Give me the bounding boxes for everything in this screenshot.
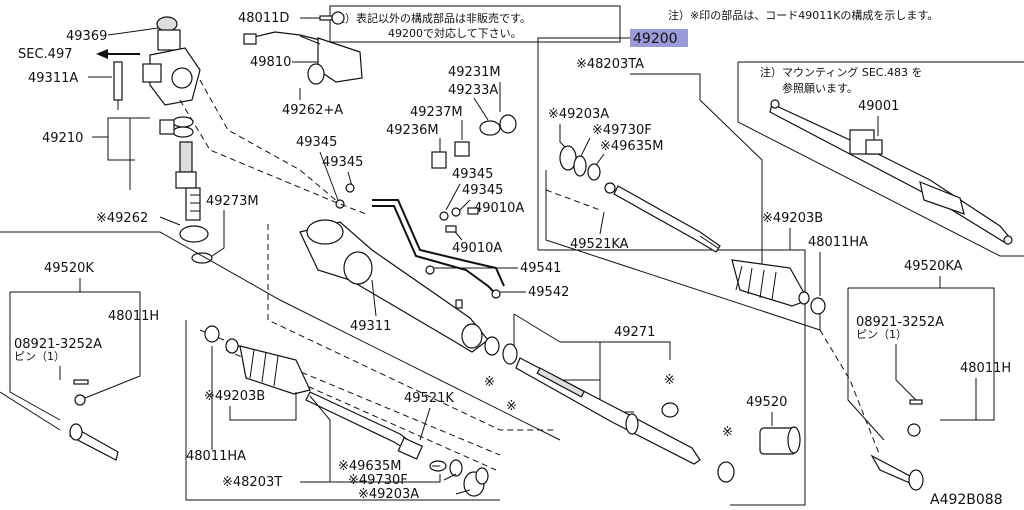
label-49542[interactable]: 49542 <box>528 285 569 300</box>
label-49231M[interactable]: 49231M <box>448 65 501 80</box>
clip-washer-set-upper <box>559 145 616 194</box>
clip-washer-set-lower <box>429 459 489 497</box>
star-3: ※ <box>664 373 675 388</box>
label-49521K[interactable]: 49521K <box>404 391 454 406</box>
label-49262[interactable]: ※49262 <box>96 211 148 226</box>
washers <box>335 183 479 233</box>
label-49369[interactable]: 49369 <box>66 29 107 44</box>
pinion-gear <box>175 141 213 264</box>
label-49236M[interactable]: 49236M <box>386 123 439 138</box>
gear-housing <box>299 219 489 353</box>
box-48203TA-outline <box>545 170 821 331</box>
label-08921-left[interactable]: 08921-3252A <box>14 337 102 352</box>
housing-outline <box>267 224 555 431</box>
boot-lower <box>239 345 311 395</box>
label-48011HA-b[interactable]: 48011HA <box>186 449 246 464</box>
label-sec497[interactable]: SEC.497 <box>18 47 73 62</box>
highlight-49200 <box>630 29 688 47</box>
label-49237M[interactable]: 49237M <box>410 105 463 120</box>
label-49010A-b[interactable]: 49010A <box>452 241 502 256</box>
label-49210[interactable]: 49210 <box>42 131 83 146</box>
box-49520K-outline <box>9 292 61 421</box>
label-49810[interactable]: 49810 <box>250 55 291 70</box>
label-49311A[interactable]: 49311A <box>28 71 78 86</box>
housing-seals <box>484 336 518 365</box>
label-48011HA-a[interactable]: 48011HA <box>808 235 868 250</box>
label-08921-right[interactable]: 08921-3252A <box>856 315 944 330</box>
label-49345-b[interactable]: 49345 <box>322 155 363 170</box>
nut-upper <box>810 297 826 315</box>
box-48203T-outline <box>185 320 500 501</box>
label-49345-c[interactable]: 49345 <box>452 167 493 182</box>
note-mounting-2: 参照願います。 <box>782 81 858 95</box>
spring-and-cap <box>431 141 470 169</box>
label-49273M[interactable]: 49273M <box>206 194 259 209</box>
nut-lower <box>204 325 239 354</box>
pressure-sensor <box>243 31 363 85</box>
note-top-right: 注）※印の部品は、コード49011Kの構成を示します。 <box>668 8 938 22</box>
note-box <box>329 5 621 43</box>
box-49200-outline <box>538 249 806 506</box>
label-49001[interactable]: 49001 <box>858 99 899 114</box>
sensor-bolt <box>319 11 345 25</box>
label-49203A-a[interactable]: ※49203A <box>548 107 609 122</box>
label-49520K[interactable]: 49520K <box>44 261 94 276</box>
valve-housing <box>113 16 201 110</box>
label-49203B-b[interactable]: ※49203B <box>204 389 265 404</box>
leader-49200 <box>537 37 630 250</box>
note-mounting-1: 注）マウンティング SEC.483 を <box>760 65 922 79</box>
star-1: ※ <box>484 375 495 390</box>
arrow-left-icon <box>96 49 108 59</box>
label-48011D[interactable]: 48011D <box>238 11 289 26</box>
label-49233A[interactable]: 49233A <box>448 83 498 98</box>
hydraulic-lines <box>372 199 505 299</box>
note-top-left: 注）表記以外の構成部品は非販売です。 <box>334 11 531 25</box>
outer-tie-rod-left <box>69 379 119 461</box>
label-49311[interactable]: 49311 <box>350 319 391 334</box>
label-48011H-right[interactable]: 48011H <box>960 361 1011 376</box>
label-49271[interactable]: 49271 <box>614 325 655 340</box>
label-49200[interactable]: 49200 <box>633 31 678 47</box>
outer-tie-rod-right <box>870 399 924 491</box>
label-49520KA[interactable]: 49520KA <box>904 259 963 274</box>
label-49521KA[interactable]: 49521KA <box>570 237 629 252</box>
label-pin-left: ピン（1） <box>14 350 65 363</box>
label-49345-a[interactable]: 49345 <box>296 135 337 150</box>
steering-rack <box>515 357 701 465</box>
inner-tie-rod-lower <box>305 391 424 460</box>
label-49635M-b[interactable]: ※49635M <box>338 459 401 474</box>
note-top-left-2: 49200で対応して下さい。 <box>388 26 522 40</box>
label-48203TA[interactable]: ※48203TA <box>576 57 644 72</box>
rack-bushing <box>717 426 801 483</box>
label-49203A-b[interactable]: ※49203A <box>358 487 419 502</box>
seal-rings-top <box>479 114 517 136</box>
box-49520KA-outline <box>847 288 885 441</box>
label-49203B-a[interactable]: ※49203B <box>762 211 823 226</box>
label-49541[interactable]: 49541 <box>520 261 561 276</box>
label-49345-d[interactable]: 49345 <box>462 183 503 198</box>
valve-seals <box>159 116 194 138</box>
label-49262A[interactable]: 49262+A <box>282 103 343 118</box>
label-49730F-b[interactable]: ※49730F <box>348 473 408 488</box>
star-4: ※ <box>722 425 733 440</box>
label-49730F-a[interactable]: ※49730F <box>592 123 652 138</box>
steering-gear-assembly <box>769 99 1013 245</box>
label-49010A-a[interactable]: 49010A <box>474 201 524 216</box>
label-48011H-left[interactable]: 48011H <box>108 309 159 324</box>
label-pin-right: ピン（1） <box>856 328 907 341</box>
star-2: ※ <box>506 399 517 414</box>
boot-upper <box>731 259 810 307</box>
inner-tie-rod-upper <box>613 185 721 253</box>
label-49520[interactable]: 49520 <box>746 395 787 410</box>
diagram-code: A492B088 <box>930 492 1003 508</box>
label-49635M-a[interactable]: ※49635M <box>600 139 663 154</box>
label-48203T[interactable]: ※48203T <box>222 475 282 490</box>
